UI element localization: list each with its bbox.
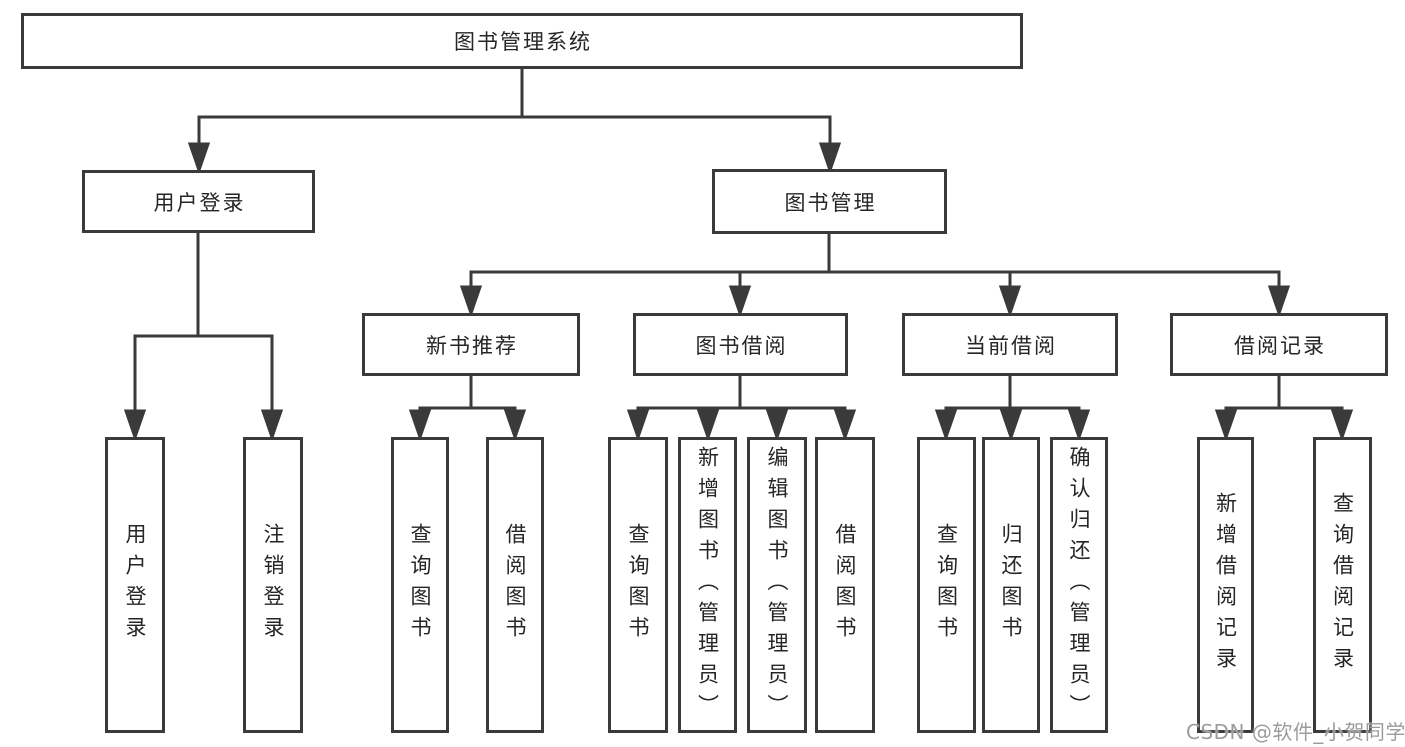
node-leaf-borrow-books: 借阅图书 <box>815 437 875 733</box>
node-book-management: 图书管理 <box>712 169 947 234</box>
node-leaf-query-borrow-record: 查询借阅记录 <box>1313 437 1372 733</box>
node-user-login: 用户登录 <box>82 170 315 233</box>
connector-current-borrow-children <box>934 374 1091 442</box>
node-leaf-query-books-recommend: 查询图书 <box>391 437 449 733</box>
node-leaf-edit-books-admin: 编辑图书（管理员） <box>747 437 807 733</box>
node-leaf-add-borrow-record: 新增借阅记录 <box>1197 437 1254 733</box>
node-leaf-logout: 注销登录 <box>243 437 303 733</box>
node-book-borrow: 图书借阅 <box>633 313 848 376</box>
node-leaf-add-books-admin: 新增图书（管理员） <box>678 437 737 733</box>
node-leaf-user-login: 用户登录 <box>105 437 165 733</box>
node-leaf-query-books-borrow: 查询图书 <box>608 437 668 733</box>
csdn-watermark: CSDN @软件_小贺同学 <box>1186 720 1405 744</box>
connector-root-to-level2 <box>187 66 842 175</box>
connector-borrow-records-children <box>1214 374 1354 442</box>
node-leaf-confirm-return-admin: 确认归还（管理员） <box>1050 437 1108 733</box>
node-leaf-borrow-books-recommend: 借阅图书 <box>486 437 544 733</box>
node-borrow-records: 借阅记录 <box>1170 313 1388 376</box>
node-library-management-system: 图书管理系统 <box>21 13 1023 69</box>
connector-user-login-children <box>123 231 284 442</box>
node-new-book-recommend: 新书推荐 <box>362 313 580 376</box>
connector-new-book-children <box>408 374 527 442</box>
node-leaf-query-books-current: 查询图书 <box>917 437 976 733</box>
node-current-borrow: 当前借阅 <box>902 313 1118 376</box>
connector-book-borrow-children <box>626 374 857 442</box>
connector-book-management-children <box>459 232 1291 318</box>
node-leaf-return-books: 归还图书 <box>982 437 1040 733</box>
